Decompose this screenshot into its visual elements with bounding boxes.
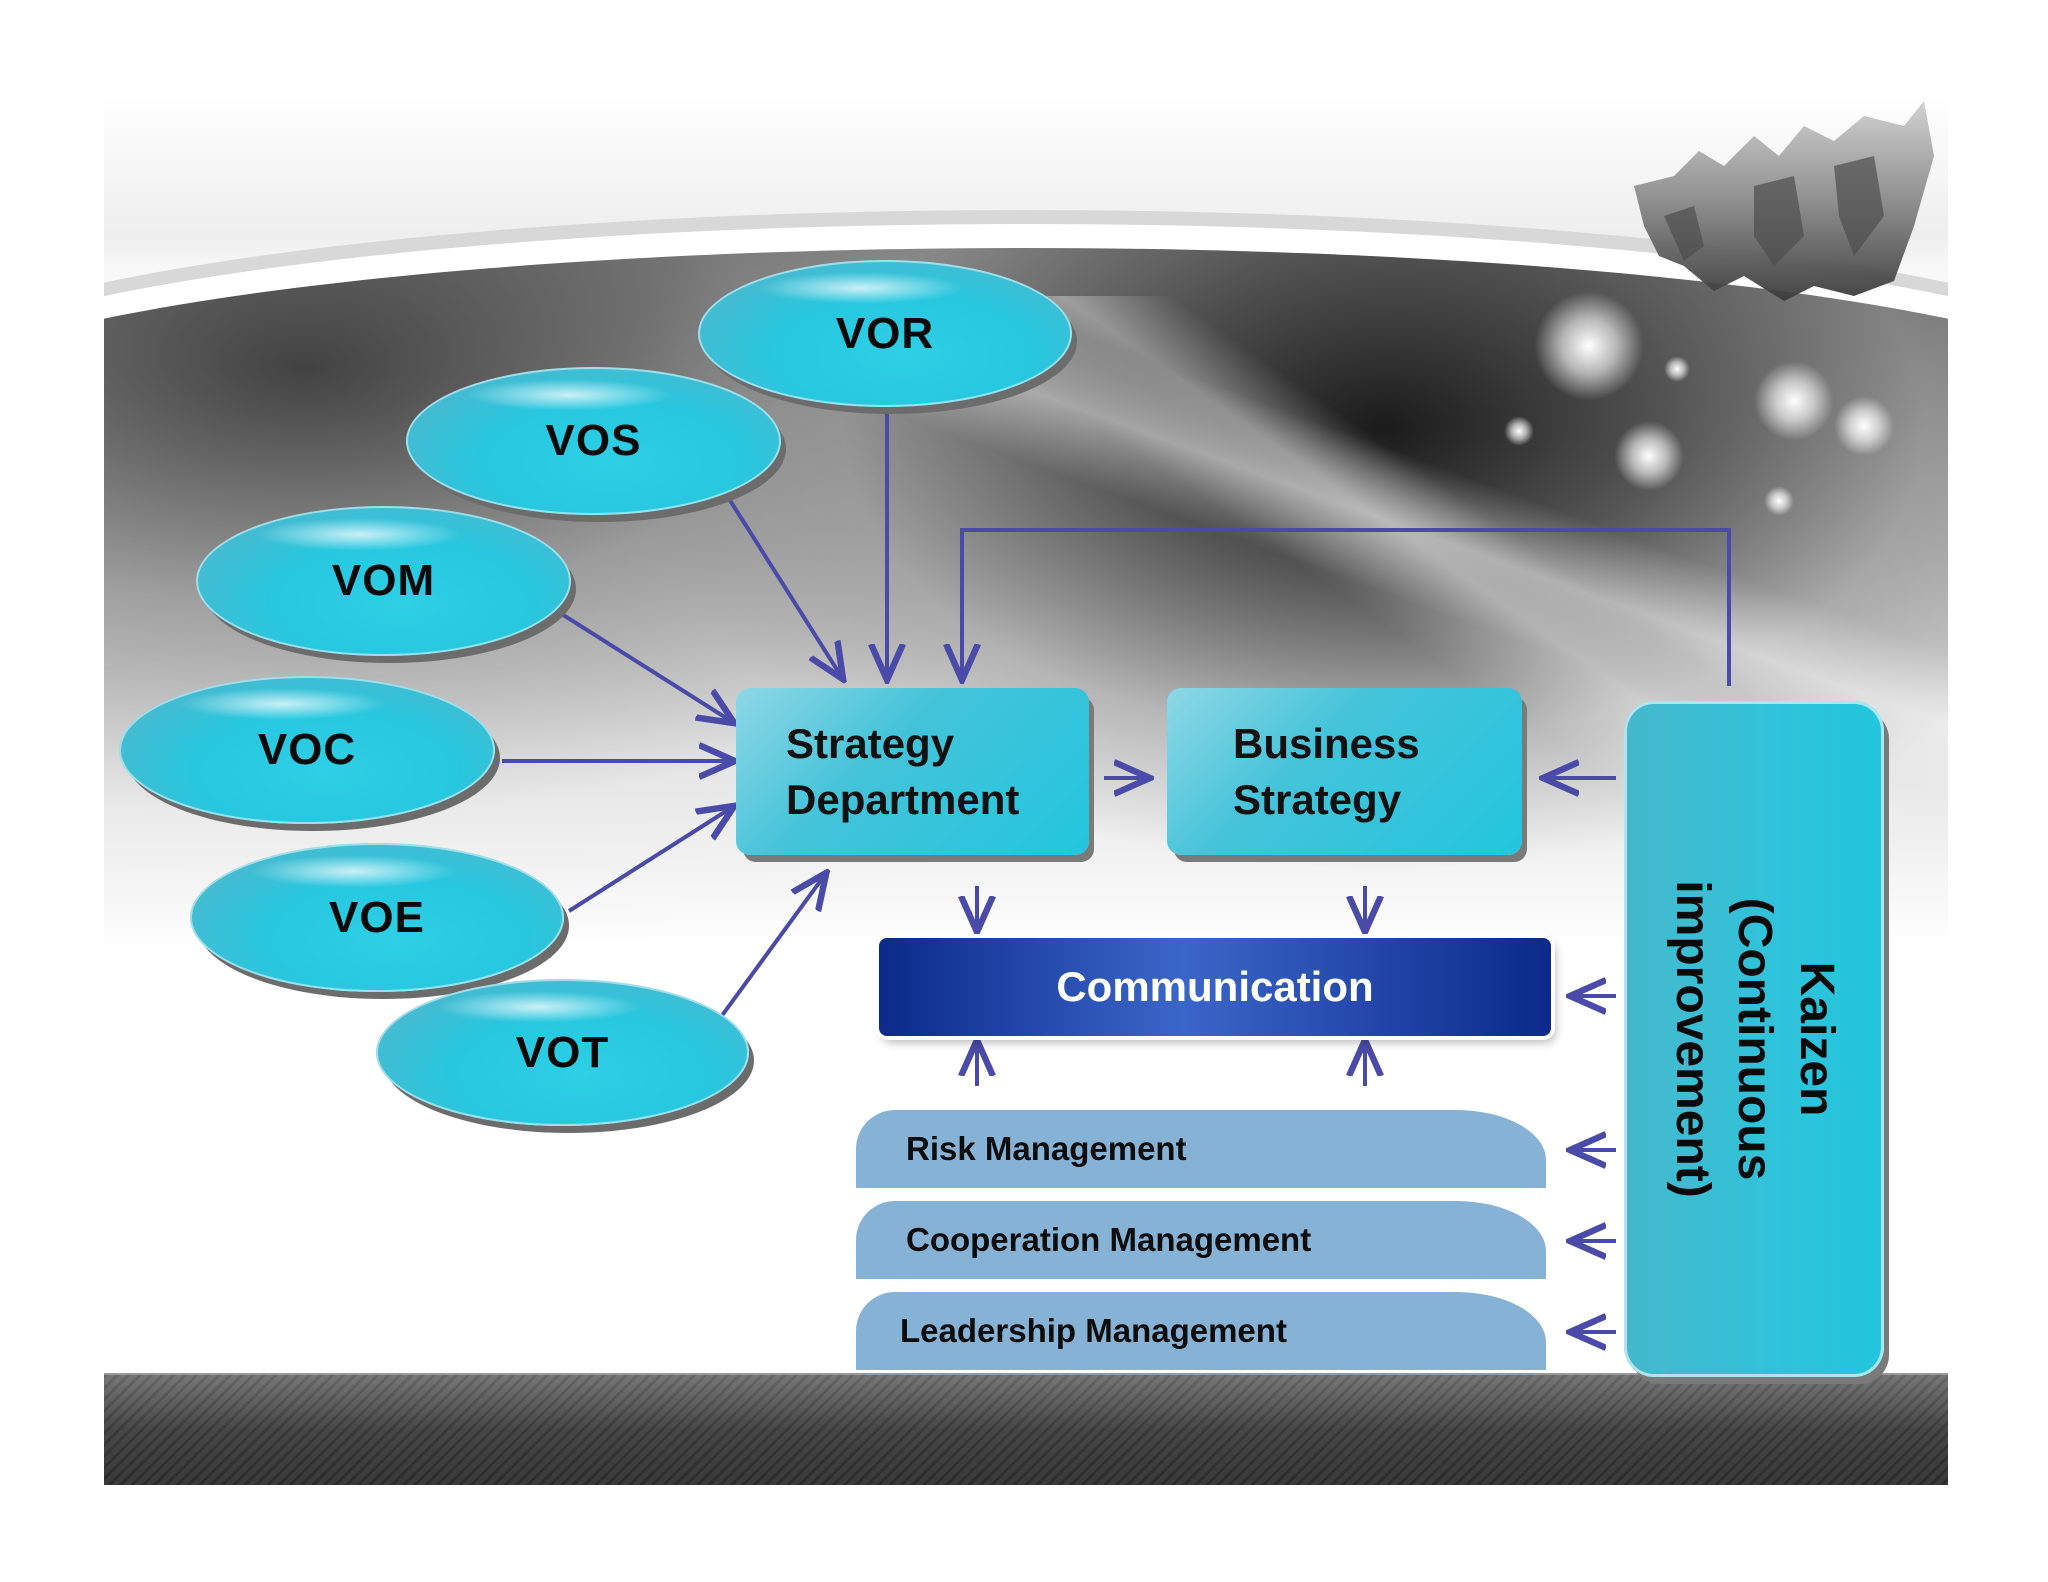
strategy-department-box: Strategy Department [736, 688, 1089, 855]
business-strategy-line-2: Strategy [1233, 776, 1402, 823]
business-strategy-line-1: Business [1233, 720, 1420, 767]
oval-voe-label: VOE [329, 892, 425, 942]
sparkle [1504, 416, 1534, 446]
strategy-department-line-1: Strategy [786, 720, 955, 767]
layer-cooperation-management: Cooperation Management [856, 1201, 1546, 1279]
kaizen-line-2: (Continuous [1728, 897, 1781, 1181]
sparkle [1534, 291, 1644, 401]
layer-risk-management-label: Risk Management [906, 1130, 1187, 1167]
sparkle [1664, 356, 1690, 382]
slide: VOR VOS VOM VOC VOE VOT Strategy Departm… [104, 96, 1948, 1485]
layer-cooperation-management-label: Cooperation Management [906, 1221, 1312, 1258]
oval-vot-label: VOT [515, 1027, 610, 1077]
business-strategy-box: Business Strategy [1167, 688, 1522, 855]
oval-voe: VOE [190, 843, 564, 992]
kaizen-line-3: improvement) [1666, 880, 1719, 1198]
oval-voc-label: VOC [257, 725, 357, 774]
kaizen-box: Kaizen (Continuous improvement) [1624, 701, 1884, 1377]
oval-vom: VOM [196, 506, 571, 656]
oval-vos: VOS [406, 367, 781, 515]
layer-leadership-management-label: Leadership Management [900, 1312, 1287, 1349]
kaizen-text: Kaizen (Continuous improvement) [1661, 701, 1847, 1377]
strategy-department-line-2: Department [786, 776, 1020, 823]
oval-vot: VOT [376, 979, 749, 1126]
oval-voc: VOC [119, 676, 495, 824]
oval-vom-label: VOM [331, 556, 436, 605]
communication-bar: Communication [879, 938, 1551, 1036]
sparkle [1754, 361, 1834, 441]
layer-leadership-management: Leadership Management [856, 1292, 1546, 1370]
footer-bar [104, 1373, 1948, 1485]
oval-vor: VOR [698, 260, 1072, 407]
globe-map-icon [1634, 101, 1934, 301]
sparkle [1614, 421, 1684, 491]
sparkle [1764, 486, 1794, 516]
oval-vor-label: VOR [835, 308, 935, 358]
layer-risk-management: Risk Management [856, 1110, 1546, 1188]
sparkle [1834, 396, 1894, 456]
communication-label: Communication [1056, 963, 1374, 1010]
kaizen-line-1: Kaizen [1790, 961, 1843, 1117]
oval-vos-label: VOS [545, 416, 642, 465]
